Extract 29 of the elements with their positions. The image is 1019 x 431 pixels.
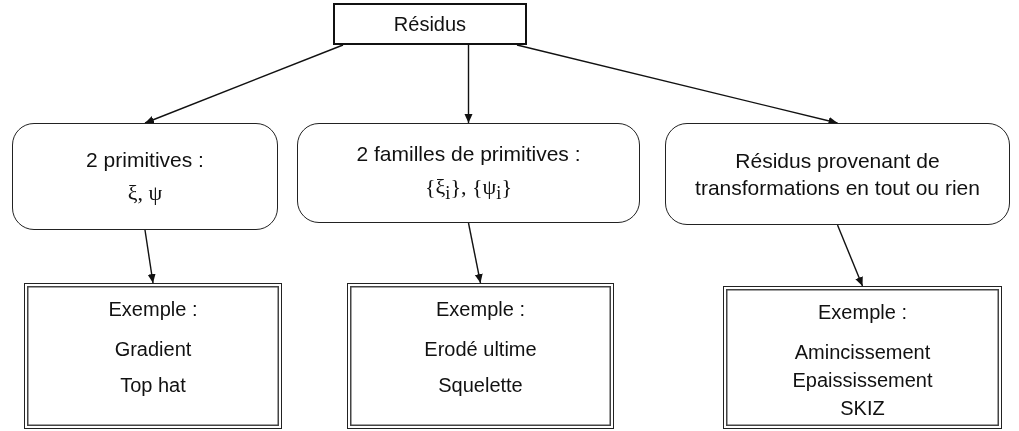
node-label: Résidus provenant de transformations en tout ou rien: [694, 147, 981, 201]
example-box: [24, 283, 282, 429]
node-label: Erodé ultime: [424, 337, 537, 362]
node-label: Gradient: [114, 337, 192, 362]
arrow: [464, 44, 473, 124]
node-label: Squelette: [438, 373, 523, 398]
node-label: Epaississement: [792, 368, 933, 393]
node-label: Exemple :: [818, 300, 907, 325]
node-label: 2 primitives :: [86, 146, 204, 173]
example-box: [723, 286, 1002, 429]
node-label: Amincissement: [794, 340, 931, 365]
arrow: [516, 44, 839, 125]
formula: ξ, ψ: [127, 178, 163, 207]
arrow: [836, 224, 864, 287]
formula: {ξ$_{i}$}, {ψ$_{i}$}: [425, 173, 512, 206]
node-label: SKIZ: [840, 396, 885, 421]
arrow: [467, 222, 483, 284]
node-label: Exemple :: [436, 297, 525, 322]
node-label: Top hat: [120, 373, 186, 398]
category-box: [297, 123, 640, 223]
node-label: Exemple :: [108, 297, 198, 322]
node-label: 2 familles de primitives :: [356, 140, 581, 167]
example-box: [347, 283, 614, 429]
title-box: [333, 3, 527, 45]
node-label: Résidus: [393, 12, 467, 37]
category-box: [665, 123, 1010, 225]
arrow: [144, 44, 344, 124]
arrow: [144, 229, 156, 284]
category-box: [12, 123, 278, 230]
